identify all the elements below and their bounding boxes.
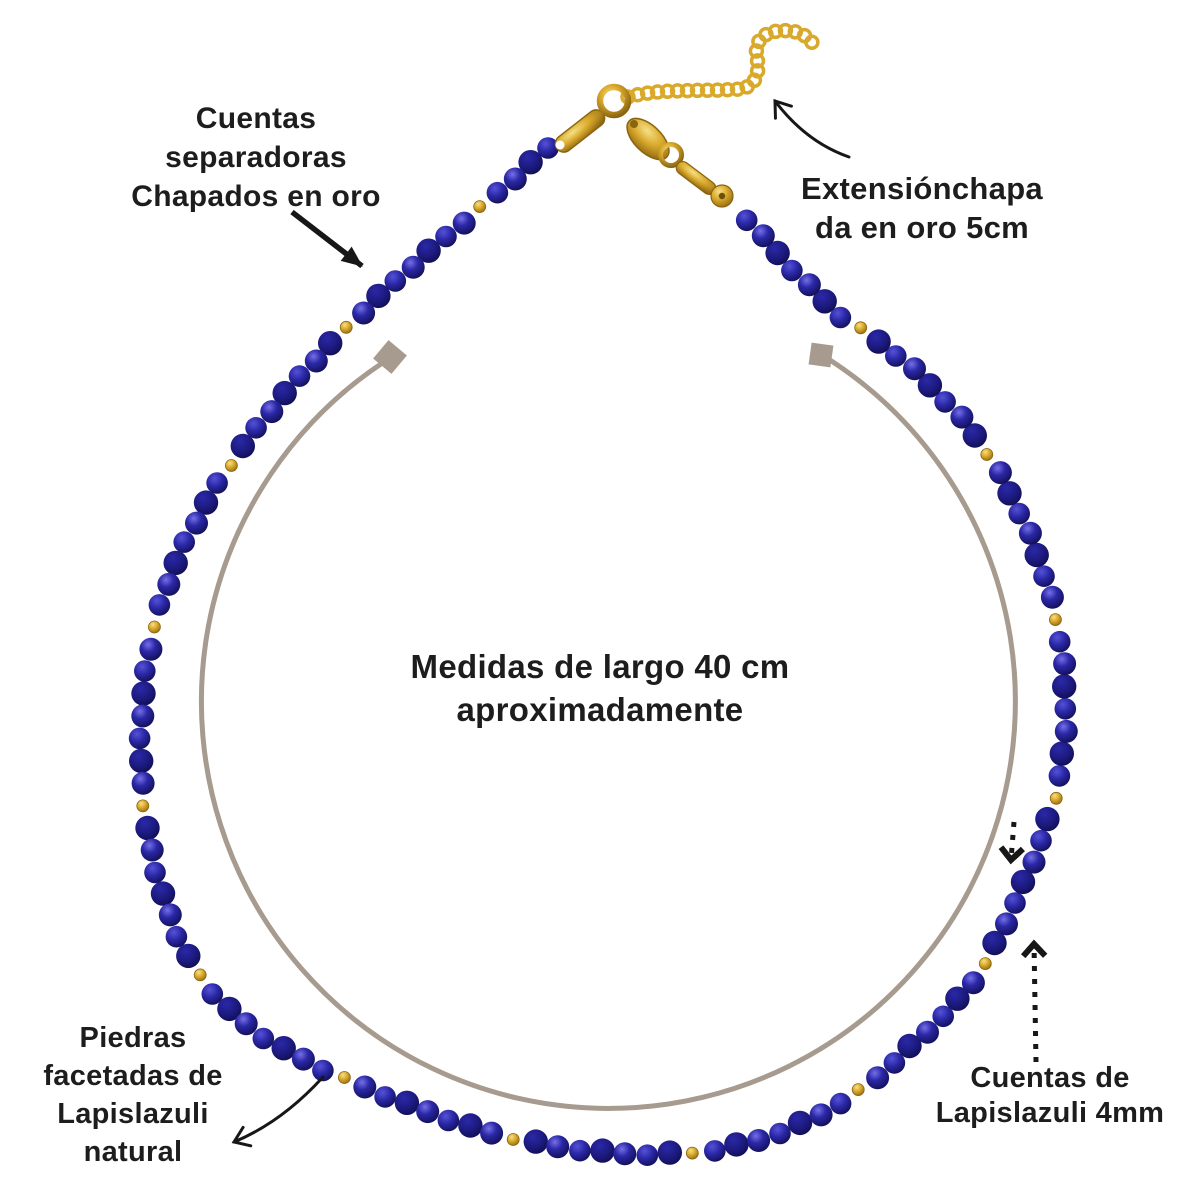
label-faceted-stones: Piedras facetadas de Lapislazuli natural: [43, 1019, 222, 1171]
measure-arc-line: [198, 352, 1018, 1111]
clasp-ring: [596, 83, 632, 119]
clasp-link-ring: [658, 142, 684, 168]
label-text-line: Chapados en oro: [131, 180, 381, 213]
curved-arrow-to-extension-chain-icon: [773, 98, 851, 159]
label-text-line: da en oro 5cm: [814, 210, 1030, 245]
label-text-line: Cuentas: [195, 102, 317, 135]
label-text-line: facetadas de: [43, 1060, 223, 1092]
measure-arc-endcap-right: [808, 342, 834, 368]
label-text-line: natural: [83, 1136, 183, 1168]
necklace-beads: [128, 137, 1078, 1166]
label-text-line: separadoras: [165, 141, 347, 174]
curved-arrow-to-faceted-stones-icon: [231, 1075, 325, 1148]
lobster-pivot: [630, 120, 638, 128]
label-length-measure: Medidas de largo 40 cm aproximadamente: [411, 645, 790, 731]
label-text-line: Extensiónchapa: [801, 171, 1043, 206]
extension-chain: [620, 22, 820, 105]
label-extension-chain: Extensiónchapa da en oro 5cm: [801, 169, 1043, 247]
label-text-line: Cuentas de: [970, 1062, 1130, 1094]
label-text-line: Lapislazuli: [57, 1098, 209, 1130]
length-measure-arc: [198, 340, 1018, 1111]
clasp-tab-hole: [555, 140, 565, 150]
label-text-line: Lapislazuli 4mm: [935, 1097, 1165, 1129]
label-text-line: aproximadamente: [456, 691, 744, 728]
lobster-clasp: [626, 117, 670, 161]
measure-arc-endcap-left: [373, 340, 407, 374]
label-spacer-beads: Cuentas separadoras Chapados en oro: [131, 99, 381, 216]
end-bead-hole: [718, 192, 726, 200]
dotted-arrow-down-icon: [998, 821, 1025, 865]
arrow-to-spacer-beads-icon: [290, 209, 364, 269]
label-text-line: Medidas de largo 40 cm: [410, 648, 790, 685]
label-bead-size: Cuentas de Lapislazuli 4mm: [936, 1061, 1165, 1131]
annotation-arrows: [231, 98, 1048, 1148]
dotted-arrow-up-icon: [1020, 939, 1048, 1063]
label-text-line: Piedras: [79, 1022, 187, 1054]
clasp: [554, 83, 734, 208]
